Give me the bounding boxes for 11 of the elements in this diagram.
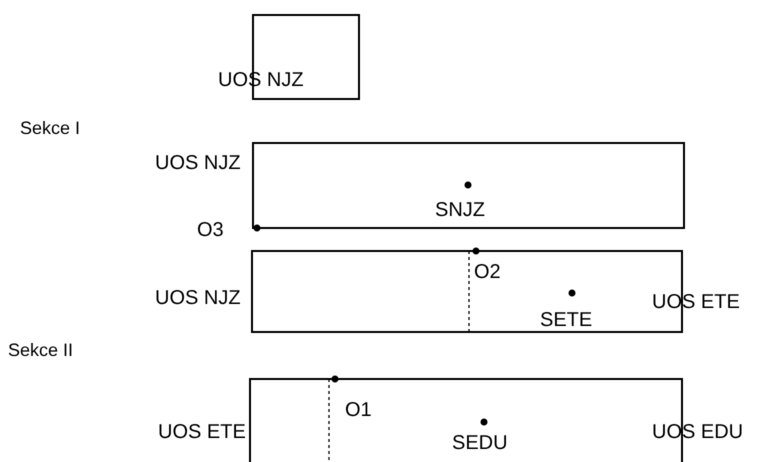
point-label: O2 (474, 261, 501, 283)
section-label: Sekce I (20, 117, 80, 139)
point-label: O3 (197, 219, 224, 241)
section-label: Sekce II (8, 339, 74, 361)
point-label: SNJZ (435, 199, 485, 221)
point-label: SEDU (452, 432, 508, 454)
boundary-label: UOS ETE (158, 421, 246, 443)
boundary-label: UOS NJZ (155, 287, 241, 309)
point-label: SETE (540, 309, 592, 331)
point-label: O1 (345, 399, 372, 421)
boundary-label: UOS NJZ (155, 152, 241, 174)
